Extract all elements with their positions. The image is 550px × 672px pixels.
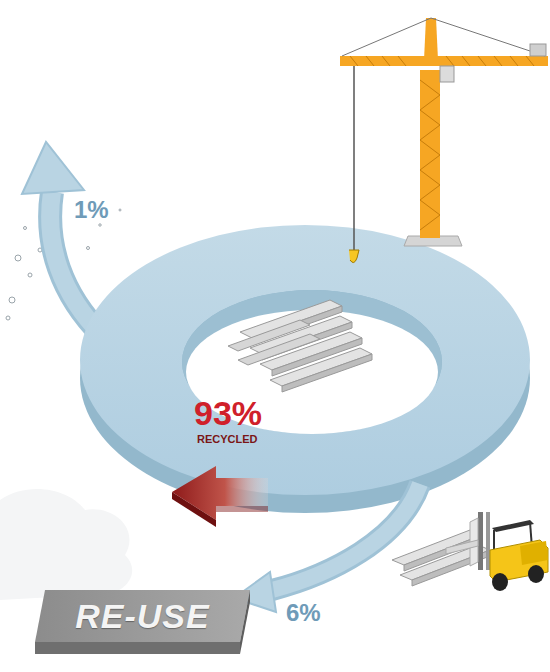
tower-crane-part-part — [420, 125, 440, 140]
debris-dots-part — [24, 227, 27, 230]
tower-crane-part-part — [420, 200, 440, 215]
slab-faces — [35, 590, 250, 654]
tower-crane-part-part — [350, 56, 358, 66]
steel-beams-part — [282, 354, 372, 392]
recycling-ring-part — [186, 310, 438, 434]
tower-crane-part-part — [510, 56, 518, 66]
reuse-arrow-part — [272, 484, 420, 590]
debris-dots-part — [119, 209, 121, 211]
tower-crane-part — [349, 250, 359, 263]
forklift-part — [486, 512, 490, 570]
tower-crane-part-part — [462, 56, 470, 66]
tower-crane — [340, 18, 548, 263]
recycled-arrow-part — [172, 492, 216, 527]
recycled-arrow — [172, 466, 268, 527]
forklift-part — [492, 573, 508, 591]
tower-crane-part — [424, 18, 438, 60]
steel-beams-part — [238, 334, 320, 365]
slab-side — [240, 590, 250, 654]
tower-crane-part — [350, 56, 534, 66]
tower-crane-part — [353, 66, 355, 250]
tower-crane-part-part — [446, 56, 454, 66]
tower-crane-part-part — [420, 185, 440, 200]
slab-top — [35, 590, 250, 642]
tower-crane-part — [340, 56, 548, 66]
percent-value: 93% — [194, 396, 262, 432]
debris-dots-part — [9, 297, 15, 303]
reuse-slab: RE-USE — [35, 590, 250, 654]
tower-crane-part — [342, 18, 431, 56]
recycled-arrow-part — [172, 466, 268, 520]
tower-crane-part-part — [420, 140, 440, 155]
tower-crane-part — [431, 18, 545, 56]
debris-dots-part — [6, 316, 10, 320]
tower-crane-part-part — [526, 56, 534, 66]
steel-beams — [228, 300, 372, 392]
recycled-arrow-part — [216, 506, 268, 512]
debris-dots-part — [87, 247, 90, 250]
debris-dots-part — [99, 224, 101, 226]
forklift-part — [478, 512, 483, 570]
forklift-part — [492, 520, 534, 532]
tower-crane-part-part — [420, 80, 440, 95]
flow-caption: RECYCLED — [197, 434, 258, 446]
node-text: RE-USE — [75, 597, 209, 636]
tower-crane-part — [530, 44, 546, 56]
reuse-arrow-part — [272, 484, 420, 590]
tower-crane-part-part — [420, 170, 440, 185]
tower-crane-part — [440, 66, 454, 82]
steel-beams-part — [270, 348, 372, 386]
forklift — [446, 512, 548, 591]
tower-crane-part-part — [366, 56, 374, 66]
forklift-part — [520, 541, 548, 565]
tower-crane-part-part — [382, 56, 390, 66]
recycling-ring — [80, 225, 530, 513]
tower-crane-part-part — [420, 95, 440, 110]
recycling-ring-part — [80, 225, 530, 495]
tower-crane-part-part — [494, 56, 502, 66]
tower-crane-part-part — [398, 56, 406, 66]
recycling-ring-part — [182, 290, 442, 434]
tower-crane-part — [420, 80, 440, 230]
tower-crane-part-part — [420, 215, 440, 230]
slab-front — [35, 642, 240, 654]
debris-dots-part — [15, 255, 21, 261]
forklift-part — [528, 565, 544, 583]
percent-value: 1% — [74, 197, 109, 222]
tower-crane-part-part — [420, 155, 440, 170]
landfill-arrow-part — [22, 142, 84, 194]
percent-value: 6% — [286, 600, 321, 625]
slab-text-box: RE-USE — [35, 590, 250, 654]
forklift-part — [446, 540, 478, 554]
landfill-arrow — [22, 142, 102, 335]
tower-crane-part — [420, 70, 440, 238]
tower-crane-part-part — [478, 56, 486, 66]
tower-crane-part-part — [420, 110, 440, 125]
dust-cloud-part — [0, 489, 132, 600]
debris-dots-part — [28, 273, 32, 277]
dust-cloud — [0, 489, 132, 600]
